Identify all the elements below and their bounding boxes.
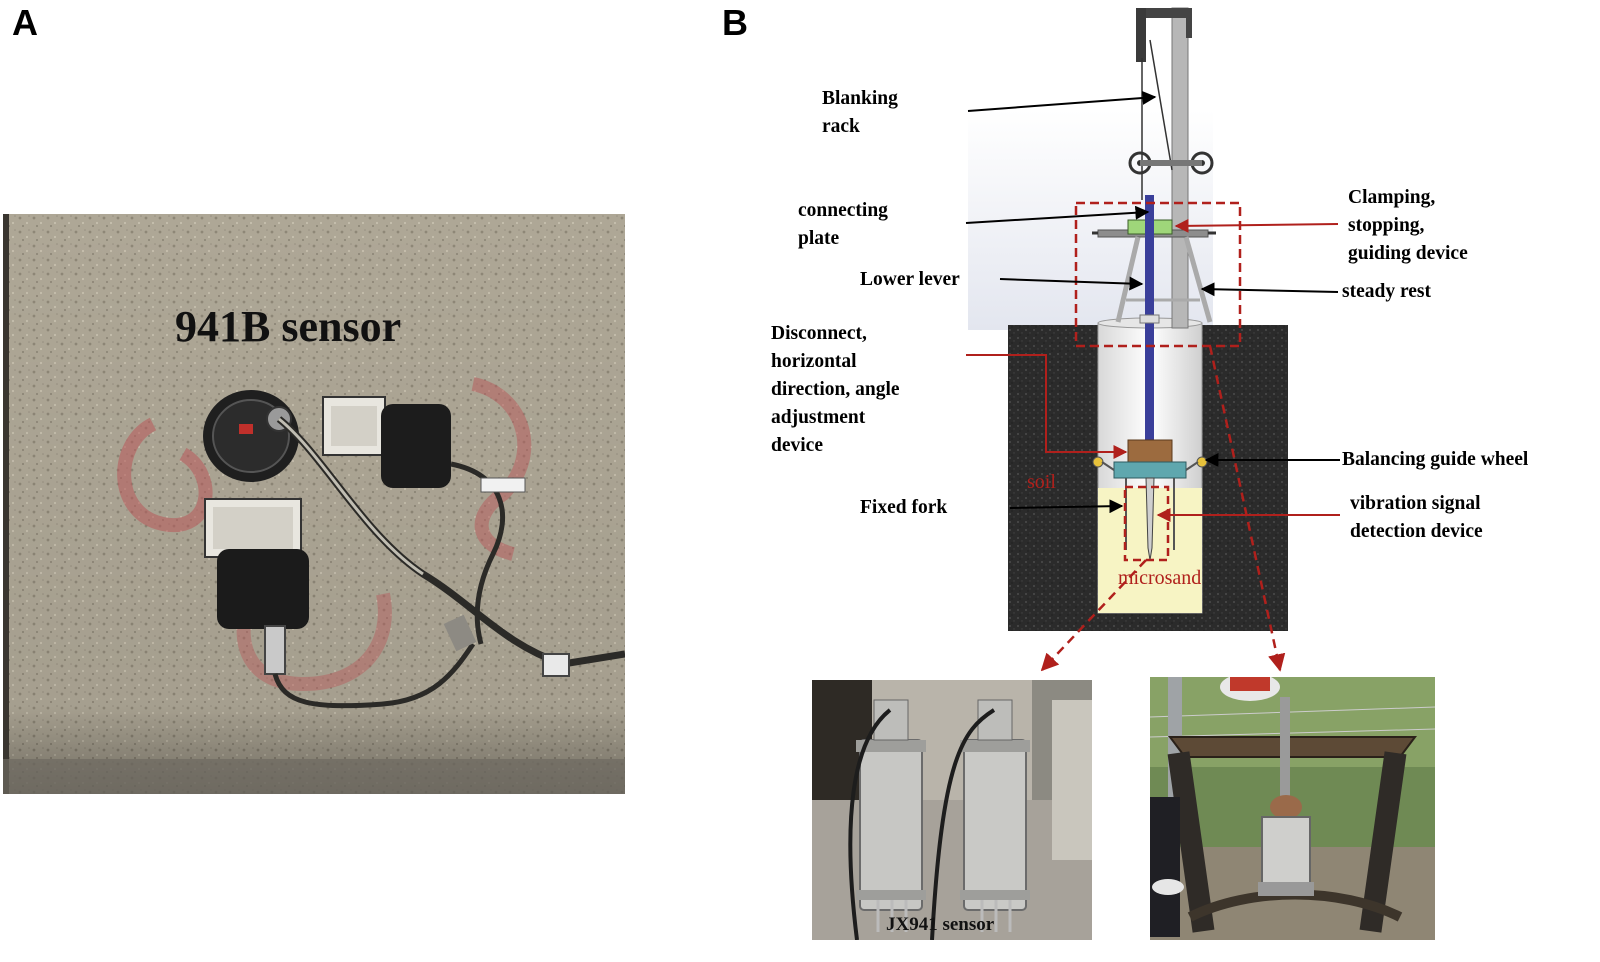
jx941-sensor-caption: JX941 sensor [886,914,995,935]
label-blanking-rack: Blanking rack [822,88,898,137]
label-disconnect-device: Disconnect, horizontal direction, angle … [771,323,900,456]
label-connecting-plate: connecting plate [798,200,888,249]
steady-rest-leg [1183,236,1213,323]
sensor-941b-photo [3,214,625,794]
leader-fixed-fork [1009,499,1124,514]
rack-top-beam [1140,8,1190,18]
leader-disconnect-device [966,354,1128,459]
guide-wheel-right [1196,456,1208,468]
label-vibration-device: vibration signal detection device [1350,493,1483,542]
blanking-rack-post [1171,7,1189,329]
jx941-sensor-photo [812,680,1092,940]
label-lower-lever: Lower lever [860,269,960,290]
label-clamping-device: Clamping, stopping, guiding device [1348,187,1468,264]
dashed-arrow-to-right-photo [1208,345,1286,672]
leader-lower-lever [999,276,1144,291]
leader-connecting-plate [965,205,1150,224]
label-steady-rest: steady rest [1342,281,1431,302]
sensor-941b-caption: 941B sensor [175,302,402,351]
guide-wheel-left [1092,456,1104,468]
label-balancing-guide-wheel: Balancing guide wheel [1342,449,1529,470]
disconnect-device [1127,439,1173,463]
leader-clamping-device [1174,218,1339,233]
sensor-highlight-box [1123,485,1170,562]
label-soil: soil [1027,471,1056,493]
vibration-probe [1145,477,1155,561]
lower-lever-rod [1145,195,1154,453]
leader-blanking-rack [967,90,1157,112]
panel-b-letter: B [722,2,748,43]
label-fixed-fork: Fixed fork [860,497,948,518]
field-install-photo [1150,677,1435,940]
leader-steady-rest [1200,282,1339,297]
steady-rest-leg [1115,236,1141,323]
label-microsand: microsand [1118,567,1202,589]
guide-wheel-frame [1113,461,1187,479]
dashed-arrow-to-left-photo [1040,559,1147,672]
panel-a-letter: A [12,2,38,43]
